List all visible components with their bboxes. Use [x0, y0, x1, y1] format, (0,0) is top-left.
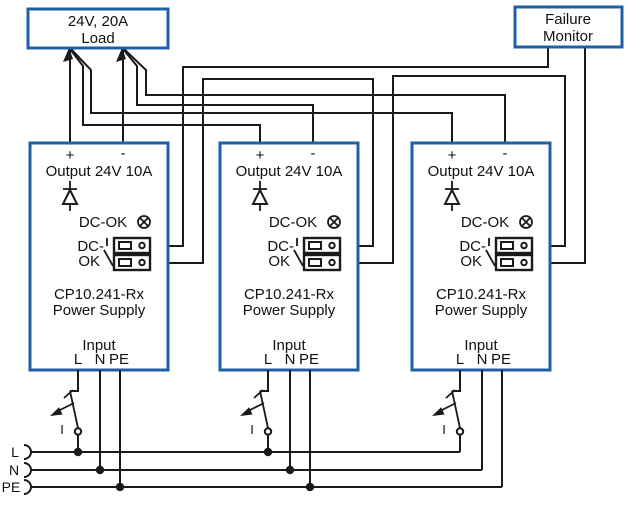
psu1-input-label: Input	[82, 337, 116, 354]
psu1-dc-ok-led-label: DC-OK	[79, 214, 127, 231]
psu1-plus-label: +	[66, 147, 75, 164]
psu1-contact-label-line2: OK	[78, 253, 100, 270]
junction-dot	[285, 465, 295, 475]
mains-bus: L N PE	[2, 444, 502, 495]
psu3-contact-label-line1: DC-	[459, 238, 486, 255]
wire-load-minus-psu3	[123, 48, 506, 143]
failure-monitor-line1: Failure	[545, 11, 591, 28]
relay-contact-icon	[103, 238, 114, 267]
wire-psu2-to-psu3-contact	[340, 75, 566, 264]
psu2-minus-label: -	[311, 145, 316, 162]
psu2-plus-label: +	[256, 147, 265, 164]
psu1-contact-label-line1: DC-	[77, 238, 104, 255]
dc-ok-led-icon	[327, 215, 341, 229]
psu3-type-label: Power Supply	[435, 302, 528, 319]
psu1-switch-position-label: I	[60, 422, 64, 437]
psu2-terminal-l: L	[264, 351, 272, 368]
wire-load-plus-psu3	[70, 48, 453, 143]
load-arrow-minus-icon	[116, 48, 126, 62]
power-supply-2: + - Output 24V 10A DC-OK DC- OK CP10.241…	[218, 141, 360, 492]
trip-arrow-icon	[439, 402, 457, 412]
breaker-switch-icon	[240, 389, 273, 452]
junction-dot	[263, 447, 273, 457]
trip-arrowhead-icon	[432, 407, 445, 416]
trip-arrow-icon	[57, 402, 75, 412]
junction-dot	[305, 482, 315, 492]
trip-arrowhead-icon	[240, 407, 253, 416]
bus-label-n: N	[9, 462, 19, 478]
dc-ok-led-icon	[137, 215, 151, 229]
load-output-wiring	[63, 48, 506, 143]
dc-ok-led-icon	[519, 215, 533, 229]
wire-load-plus-psu2	[69, 48, 261, 143]
psu1-terminal-pe: PE	[109, 351, 129, 368]
wire-psu1-to-psu2-contact	[150, 78, 374, 264]
psu1-terminal-l: L	[74, 351, 82, 368]
bus-terminal-arc-n	[23, 462, 32, 478]
failure-monitor-frame	[513, 5, 624, 49]
psu3-terminal-pe: PE	[491, 351, 511, 368]
wire-load-minus-psu2	[122, 48, 314, 143]
dc-ok-terminal-block	[494, 236, 534, 272]
load-box-line1: 24V, 20A	[68, 13, 128, 30]
psu2-contact-label-line2: OK	[268, 253, 290, 270]
psu3-terminal-n: N	[477, 351, 488, 368]
psu3-dc-ok-led-label: DC-OK	[461, 214, 509, 231]
psu2-contact-label-line1: DC-	[267, 238, 294, 255]
diode-icon	[251, 181, 269, 211]
psu3-terminal-l: L	[456, 351, 464, 368]
power-supply-3: + - Output 24V 10A DC-OK DC- OK CP10.241…	[410, 141, 552, 487]
junction-dot	[73, 447, 83, 457]
psu3-switch-position-label: I	[442, 422, 446, 437]
psu2-switch-position-label: I	[250, 422, 254, 437]
psu3-wire-l	[452, 370, 461, 392]
bus-terminal-arc-l	[23, 444, 32, 460]
psu3-output-label: Output 24V 10A	[428, 163, 535, 180]
wire-monitor-to-psu1-contact	[150, 47, 549, 247]
failure-monitor-box: Failure Monitor	[513, 5, 624, 49]
psu3-input-label: Input	[464, 337, 498, 354]
breaker-switch-icon	[432, 389, 465, 452]
psu3-contact-label-line2: OK	[460, 253, 482, 270]
bus-label-pe: PE	[2, 479, 21, 495]
psu1-terminal-n: N	[95, 351, 106, 368]
psu3-plus-label: +	[448, 147, 457, 164]
dc-ok-terminal-block	[302, 236, 342, 272]
psu2-output-label: Output 24V 10A	[236, 163, 343, 180]
diode-icon	[61, 181, 79, 211]
diode-icon	[443, 181, 461, 211]
breaker-switch-icon	[50, 389, 83, 452]
bus-label-l: L	[11, 444, 19, 460]
psu3-minus-label: -	[503, 145, 508, 162]
failure-monitor-line2: Monitor	[543, 28, 593, 45]
relay-contact-icon	[293, 238, 304, 267]
psu2-terminal-n: N	[285, 351, 296, 368]
trip-arrowhead-icon	[50, 407, 63, 416]
junction-dot	[95, 465, 105, 475]
load-arrow-plus-icon	[63, 48, 73, 62]
psu1-minus-label: -	[121, 145, 126, 162]
psu2-dc-ok-led-label: DC-OK	[269, 214, 317, 231]
load-box-frame	[26, 7, 170, 50]
psu1-wire-l	[70, 370, 79, 392]
psu2-terminal-pe: PE	[299, 351, 319, 368]
junction-dot	[115, 482, 125, 492]
psu3-model-label: CP10.241-Rx	[436, 286, 527, 303]
bus-terminal-arc-pe	[23, 479, 32, 495]
psu1-output-label: Output 24V 10A	[46, 163, 153, 180]
psu2-model-label: CP10.241-Rx	[244, 286, 335, 303]
trip-arrow-icon	[247, 402, 265, 412]
psu1-type-label: Power Supply	[53, 302, 146, 319]
load-box: 24V, 20A Load	[26, 7, 170, 50]
psu2-input-label: Input	[272, 337, 306, 354]
psu1-model-label: CP10.241-Rx	[54, 286, 145, 303]
psu2-wire-l	[260, 370, 269, 392]
power-supply-1: + - Output 24V 10A DC-OK DC- OK CP10.241…	[28, 141, 170, 492]
relay-contact-icon	[485, 238, 496, 267]
psu2-type-label: Power Supply	[243, 302, 336, 319]
load-box-line2: Load	[81, 30, 114, 47]
dc-ok-terminal-block	[112, 236, 152, 272]
